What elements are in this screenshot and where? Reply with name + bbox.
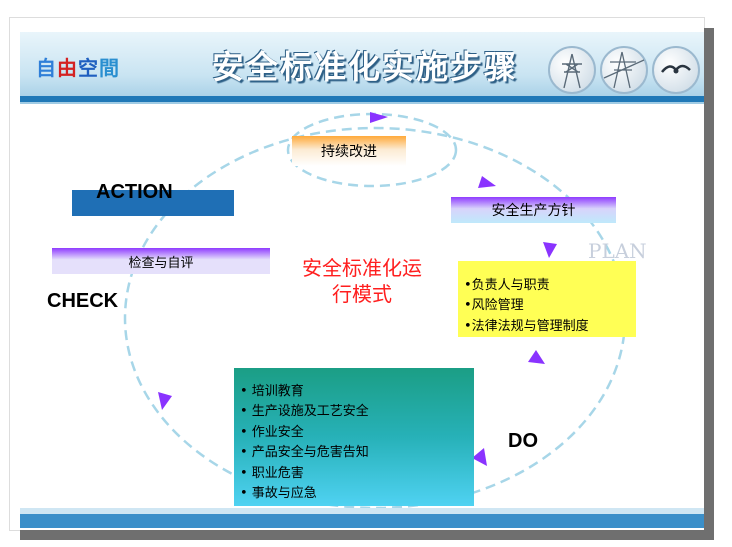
arrow-head: [472, 448, 487, 466]
bird-icon: [652, 46, 700, 94]
list-item: • 产品安全与危害告知: [240, 445, 369, 461]
continuous-improvement-box: 持续改进: [292, 136, 406, 166]
arrow-head: [370, 112, 388, 123]
arrow-head: [543, 242, 557, 258]
action-label: ACTION: [96, 181, 173, 203]
do-items-box: • 培训教育 • 生产设施及工艺安全 • 作业安全 • 产品安全与危害告知 • …: [234, 368, 474, 506]
arrow-head: [158, 392, 172, 410]
plan-label: PLAN: [588, 239, 647, 263]
plan-items-box: •负责人与职责 •风险管理 •法律法规与管理制度: [458, 261, 636, 337]
list-item: •风险管理: [464, 298, 524, 314]
footer-stripe: [20, 508, 704, 514]
list-item: • 培训教育: [240, 384, 304, 399]
logo-char: 空: [78, 56, 99, 80]
logo-char: 自: [36, 56, 57, 80]
list-item: •负责人与职责: [464, 278, 550, 293]
check-label: CHECK: [47, 290, 119, 312]
logo: 自由空間: [36, 52, 120, 81]
page-title: 安全标准化实施步骤: [212, 48, 519, 86]
safety-policy-box: 安全生产方针: [451, 197, 616, 223]
center-title-line: 行模式: [332, 282, 392, 306]
logo-char: 間: [99, 56, 120, 80]
list-item: • 事故与应急: [240, 486, 317, 502]
check-box: 检查与自评: [52, 248, 270, 274]
list-item: • 生产设施及工艺安全: [240, 404, 369, 420]
center-title: 安全标准化运 行模式: [292, 255, 432, 307]
list-item: • 职业危害: [240, 465, 304, 481]
list-item: • 作业安全: [240, 424, 304, 440]
header-stripe: [20, 96, 704, 102]
arrow-head: [478, 176, 496, 188]
arrow-head: [528, 350, 545, 364]
logo-char: 由: [57, 56, 78, 80]
center-title-line: 安全标准化运: [302, 256, 422, 280]
power-tower-icon: [600, 46, 648, 94]
list-item: •法律法规与管理制度: [464, 318, 589, 334]
do-label: DO: [508, 430, 538, 452]
action-bar: [72, 190, 234, 216]
power-tower-icon: [548, 46, 596, 94]
